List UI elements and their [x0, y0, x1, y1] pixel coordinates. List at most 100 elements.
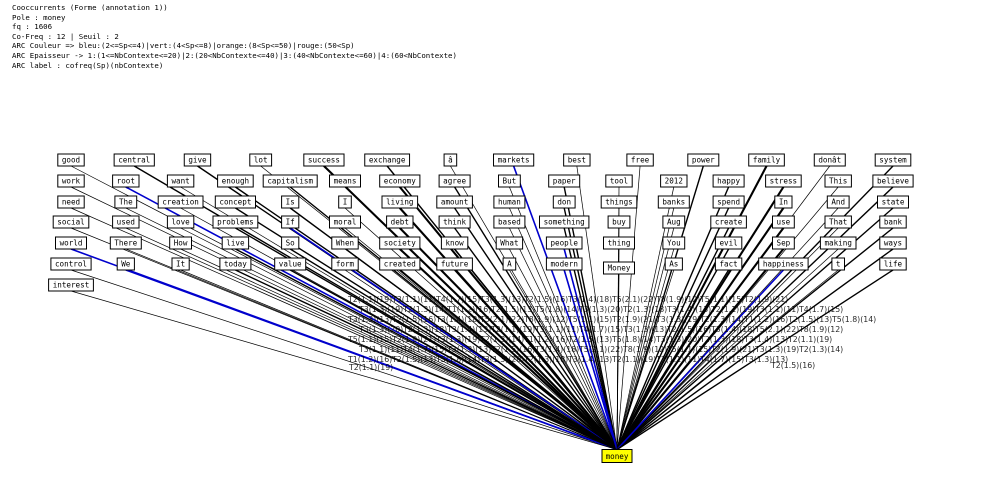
node-today[interactable]: today — [219, 257, 252, 271]
node-create[interactable]: create — [710, 215, 747, 229]
node-human[interactable]: human — [493, 195, 526, 209]
node-state[interactable]: state — [877, 195, 909, 209]
node-life[interactable]: life — [879, 257, 907, 271]
node-there[interactable]: There — [109, 236, 142, 250]
node-you[interactable]: You — [662, 236, 686, 250]
node-means[interactable]: means — [329, 174, 361, 188]
node-things[interactable]: things — [600, 195, 638, 209]
node-power[interactable]: power — [687, 153, 720, 167]
node-spend[interactable]: spend — [712, 195, 745, 209]
node-that[interactable]: That — [824, 215, 852, 229]
node-success[interactable]: success — [303, 153, 345, 167]
node-something[interactable]: something — [539, 215, 590, 229]
node-sym[interactable]: â — [443, 153, 458, 167]
node-banks[interactable]: banks — [657, 195, 690, 209]
node-love[interactable]: love — [166, 215, 195, 229]
node-amount[interactable]: amount — [436, 195, 473, 209]
node-so[interactable]: So — [281, 236, 300, 250]
node-work[interactable]: work — [57, 174, 85, 188]
edge-interest-r6c0 — [70, 290, 618, 450]
node-stress[interactable]: stress — [765, 174, 802, 188]
node-lot[interactable]: lot — [249, 153, 273, 167]
node-know[interactable]: know — [440, 236, 469, 250]
node-is[interactable]: Is — [281, 195, 300, 209]
node-economy[interactable]: economy — [379, 174, 421, 188]
node-happy[interactable]: happy — [712, 174, 745, 188]
node-when[interactable]: When — [331, 236, 359, 250]
node-t[interactable]: t — [831, 257, 846, 271]
node-and[interactable]: And — [826, 195, 850, 209]
node-used[interactable]: used — [112, 215, 140, 229]
node-control[interactable]: control — [50, 257, 92, 271]
node-evil[interactable]: evil — [714, 236, 743, 250]
node-buy[interactable]: buy — [607, 215, 631, 229]
node-bank[interactable]: bank — [879, 215, 907, 229]
node-use[interactable]: use — [772, 215, 795, 229]
node-give[interactable]: give — [183, 153, 212, 167]
node-happiness[interactable]: happiness — [758, 257, 809, 271]
node-but[interactable]: But — [498, 174, 521, 188]
node-as[interactable]: As — [664, 257, 683, 271]
node-free[interactable]: free — [626, 153, 654, 167]
node-society[interactable]: society — [379, 236, 421, 250]
node-i[interactable]: I — [338, 195, 352, 209]
node-money[interactable]: Money — [603, 261, 635, 275]
node-thing[interactable]: thing — [603, 236, 635, 250]
node-form[interactable]: form — [331, 257, 359, 271]
pole-node-money[interactable]: money — [601, 449, 633, 463]
node-making[interactable]: making — [819, 236, 857, 250]
node-capitalism[interactable]: capitalism — [262, 174, 318, 188]
node-it[interactable]: It — [171, 257, 190, 271]
node-think[interactable]: think — [438, 215, 471, 229]
node-fact[interactable]: fact — [714, 257, 743, 271]
node-don[interactable]: don — [552, 195, 576, 209]
node-problems[interactable]: problems — [212, 215, 259, 229]
node-tool[interactable]: tool — [605, 174, 633, 188]
node-people[interactable]: people — [545, 236, 583, 250]
node-value[interactable]: value — [274, 257, 307, 271]
node-creation[interactable]: creation — [157, 195, 204, 209]
node-system[interactable]: system — [874, 153, 912, 167]
node-debt[interactable]: debt — [386, 215, 414, 229]
node-living[interactable]: living — [381, 195, 419, 209]
node-family[interactable]: family — [748, 153, 785, 167]
node-live[interactable]: live — [221, 236, 250, 250]
node-a[interactable]: A — [502, 257, 517, 271]
node-markets[interactable]: markets — [493, 153, 535, 167]
node-ways[interactable]: ways — [879, 236, 907, 250]
node-believe[interactable]: believe — [872, 174, 914, 188]
node-don-t[interactable]: donât — [813, 153, 846, 167]
node-exchange[interactable]: exchange — [364, 153, 411, 167]
node-2012[interactable]: 2012 — [660, 174, 688, 188]
node-box — [379, 174, 421, 188]
node-best[interactable]: best — [563, 153, 591, 167]
node-if[interactable]: If — [281, 215, 300, 229]
node-future[interactable]: future — [436, 257, 473, 271]
node-need[interactable]: need — [57, 195, 85, 209]
node-enough[interactable]: enough — [217, 174, 254, 188]
node-this[interactable]: This — [824, 174, 852, 188]
node-social[interactable]: social — [52, 215, 90, 229]
node-good[interactable]: good — [57, 153, 85, 167]
node-what[interactable]: What — [495, 236, 524, 250]
node-we[interactable]: We — [116, 257, 135, 271]
node-sep[interactable]: Sep — [772, 236, 795, 250]
node-label: form — [336, 260, 355, 269]
node-how[interactable]: How — [169, 236, 192, 250]
node-agree[interactable]: agree — [438, 174, 471, 188]
node-aug[interactable]: Aug — [662, 215, 686, 229]
node-central[interactable]: central — [113, 153, 155, 167]
node-world[interactable]: world — [55, 236, 87, 250]
node-in[interactable]: In — [774, 195, 793, 209]
node-want[interactable]: want — [166, 174, 195, 188]
node-root[interactable]: root — [112, 174, 140, 188]
node-box — [338, 195, 352, 209]
node-based[interactable]: based — [493, 215, 526, 229]
node-created[interactable]: created — [379, 257, 421, 271]
node-the[interactable]: The — [114, 195, 138, 209]
node-modern[interactable]: modern — [545, 257, 583, 271]
node-paper[interactable]: paper — [548, 174, 581, 188]
node-concept[interactable]: concept — [214, 195, 257, 209]
node-interest[interactable]: interest — [48, 278, 94, 292]
node-moral[interactable]: moral — [329, 215, 361, 229]
